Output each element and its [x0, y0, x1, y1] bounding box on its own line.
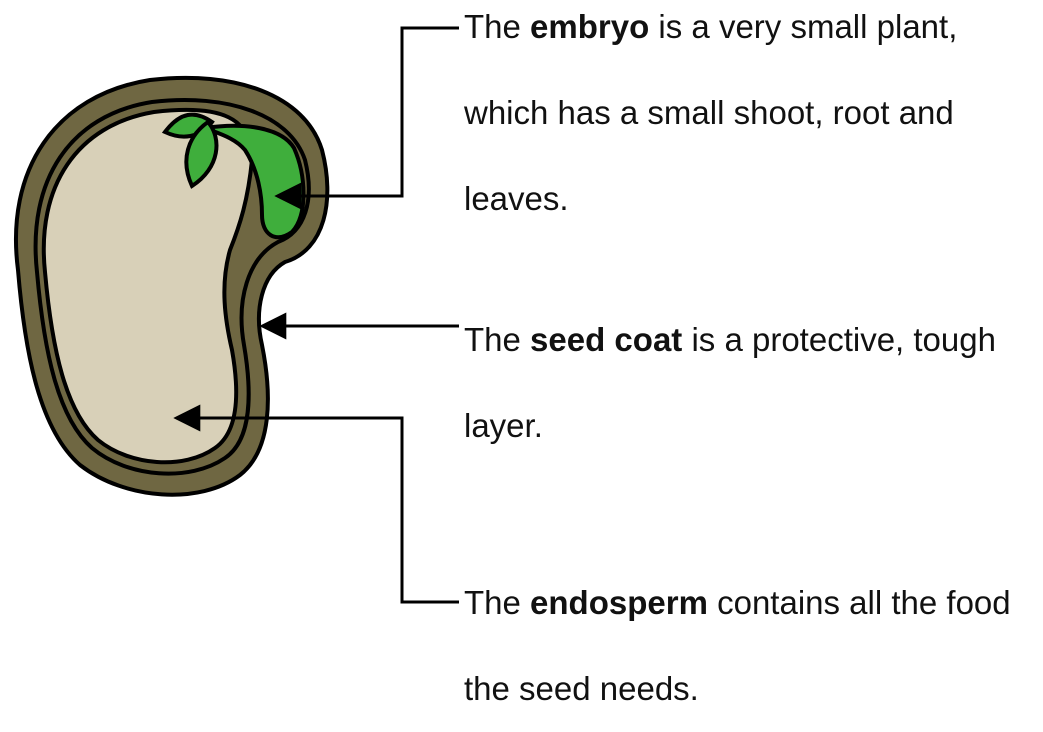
seed-coat-term: seed coat	[530, 321, 682, 358]
embryo-label: The embryo is a very small plant, which …	[464, 0, 1039, 242]
seed-coat-label: The seed coat is a protective, tough lay…	[464, 297, 1039, 469]
endosperm-term: endosperm	[530, 584, 708, 621]
seed-coat-label-prefix: The	[464, 321, 530, 358]
endosperm-shape	[44, 110, 252, 462]
endosperm-label-prefix: The	[464, 584, 530, 621]
embryo-label-prefix: The	[464, 8, 530, 45]
embryo-term: embryo	[530, 8, 649, 45]
endosperm-label: The endosperm contains all the food the …	[464, 560, 1039, 732]
